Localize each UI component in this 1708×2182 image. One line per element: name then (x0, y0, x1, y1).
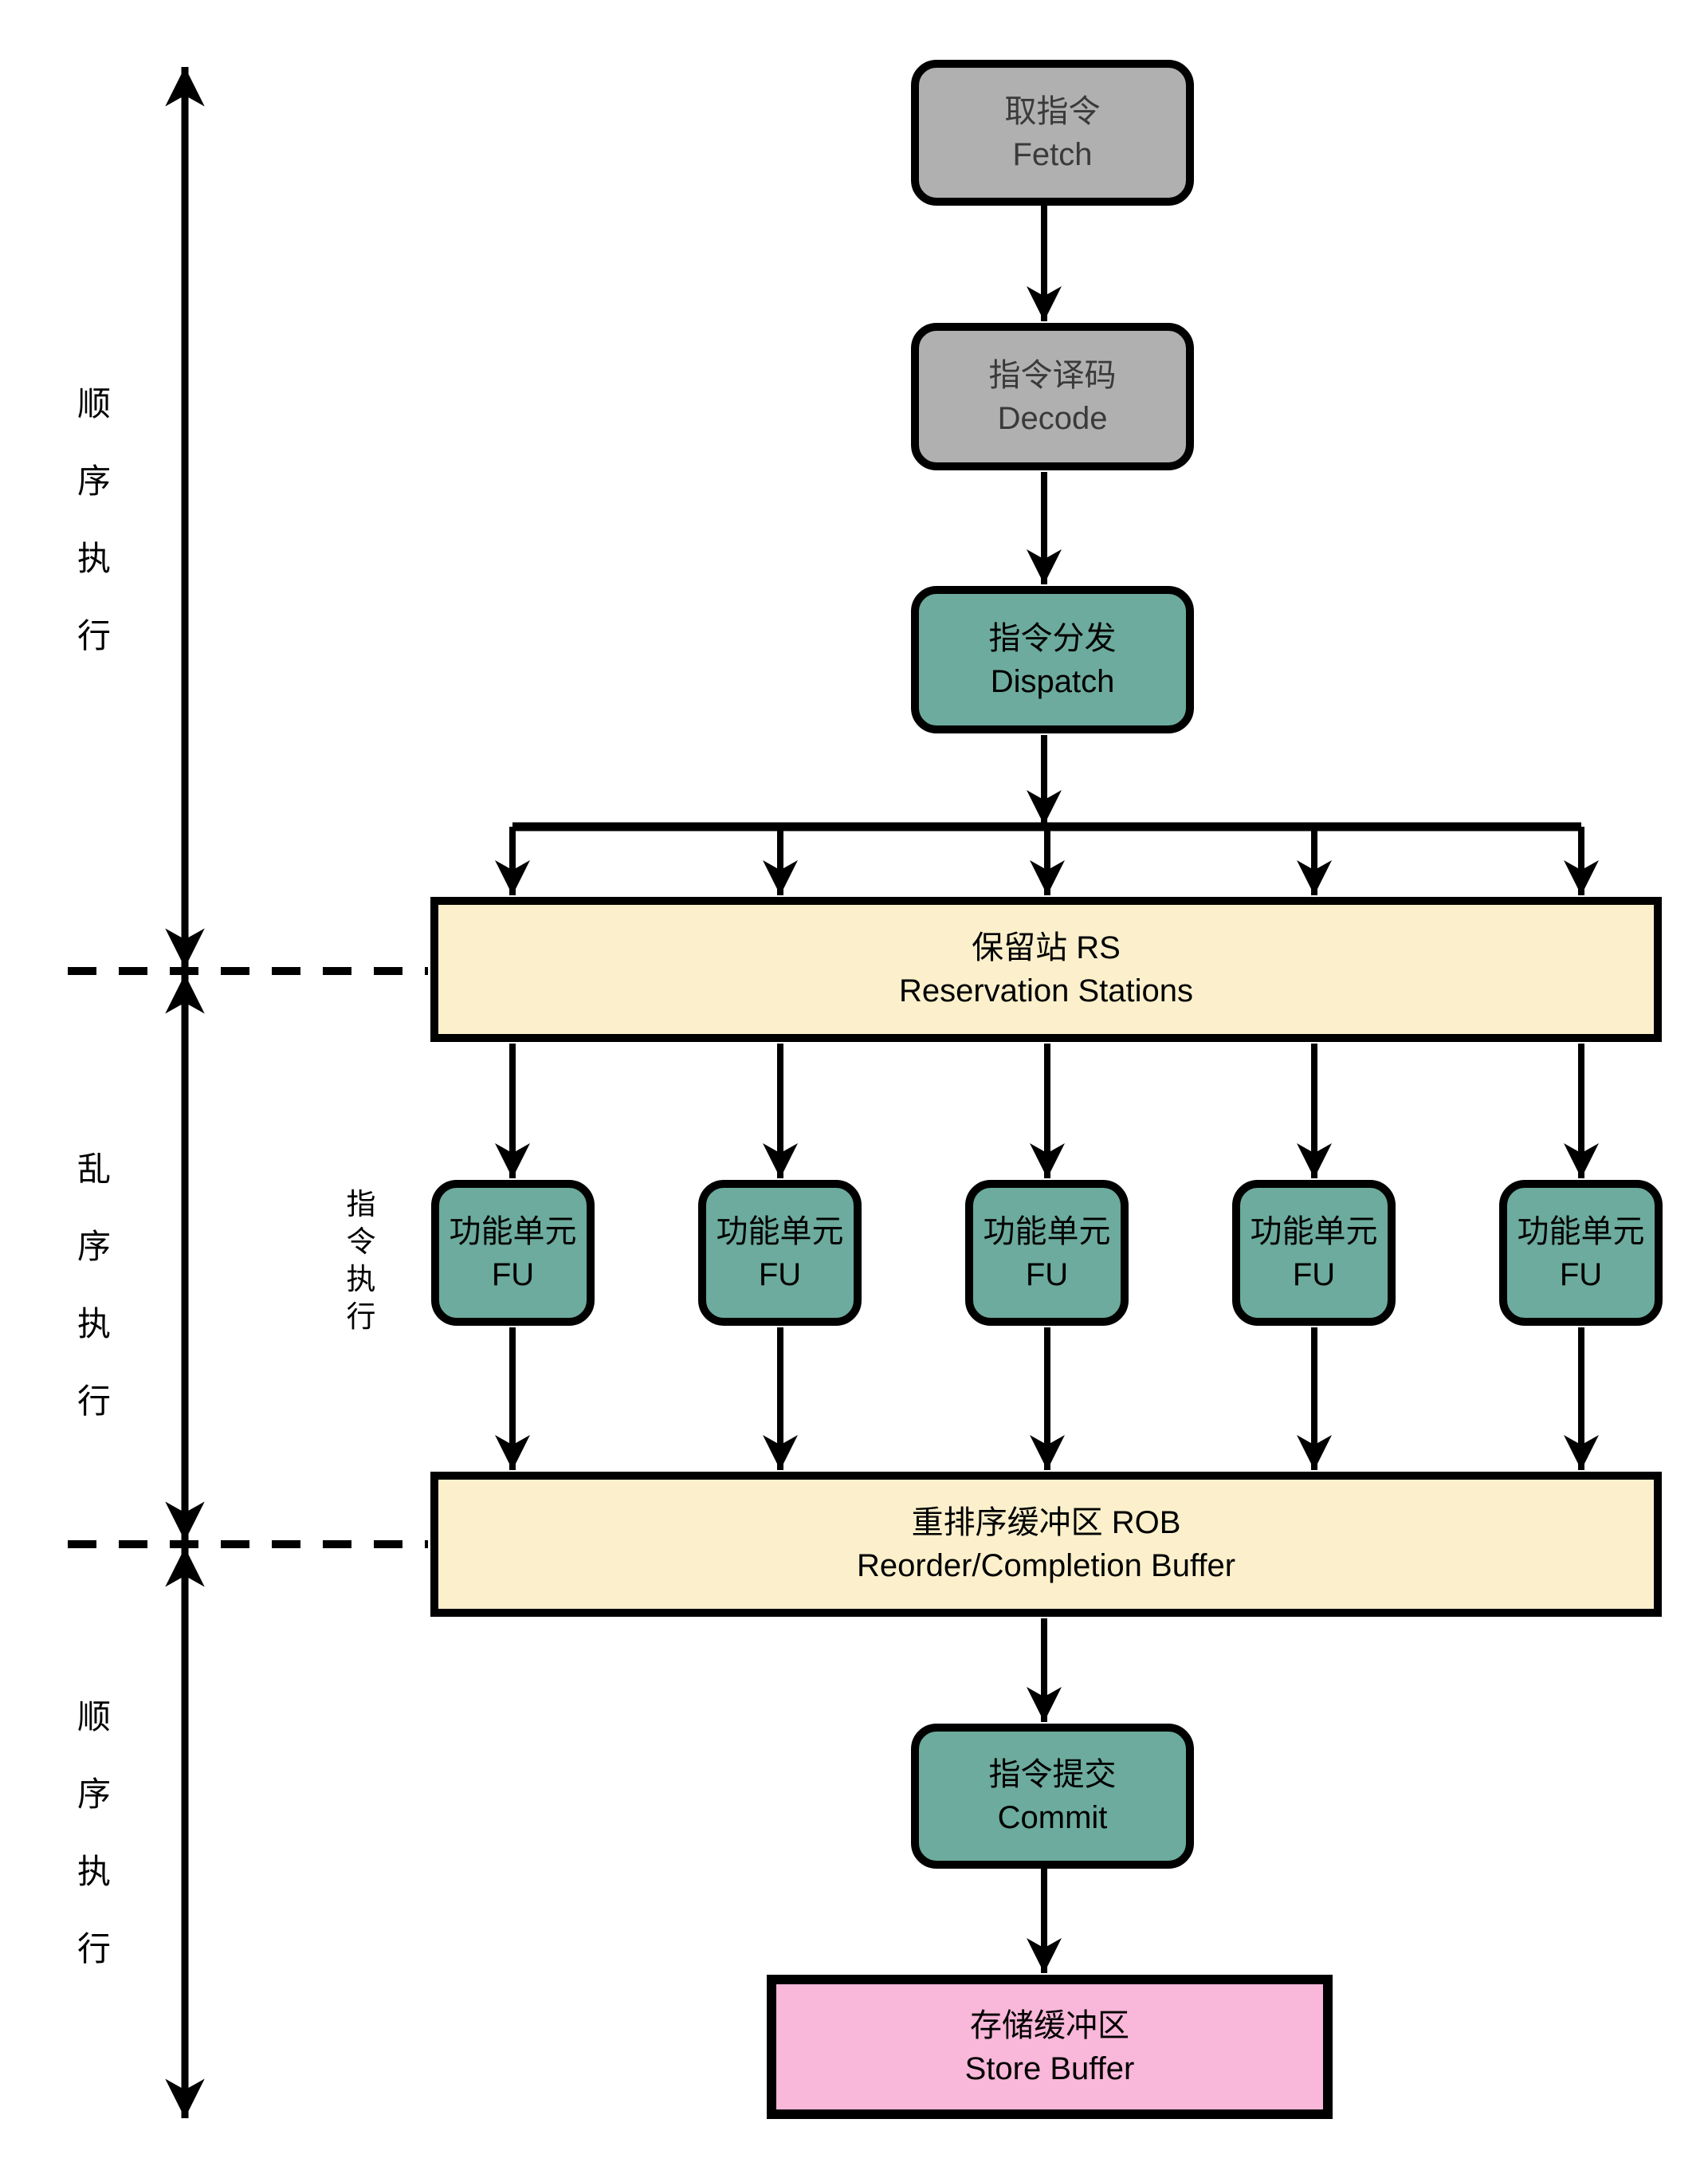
phase-separator-dashes (68, 967, 428, 1548)
fu-label-zh: 功能单元 (983, 1213, 1111, 1249)
fu-label-en: FU (491, 1256, 535, 1292)
rs-label-zh: 保留站 RS (972, 930, 1121, 965)
reservation-stations-node: 保留站 RS Reservation Stations (430, 897, 1662, 1042)
rob-label-zh: 重排序缓冲区 ROB (911, 1505, 1181, 1540)
decode-label-en: Decode (997, 400, 1108, 436)
flow-arrows (495, 206, 1599, 1973)
fu-node-1: 功能单元 FU (431, 1180, 595, 1326)
fu-label-en: FU (1559, 1256, 1603, 1292)
fu-label-zh: 功能单元 (449, 1213, 577, 1249)
commit-node: 指令提交 Commit (911, 1724, 1194, 1869)
fu-label-zh: 功能单元 (716, 1213, 844, 1249)
reorder-buffer-node: 重排序缓冲区 ROB Reorder/Completion Buffer (430, 1472, 1662, 1617)
phase-label-in-order-top: 顺序执行 (77, 385, 111, 655)
rob-label-en: Reorder/Completion Buffer (856, 1548, 1236, 1583)
fetch-label-zh: 取指令 (1004, 93, 1101, 129)
commit-label-en: Commit (997, 1800, 1108, 1835)
decode-label-zh: 指令译码 (988, 357, 1117, 393)
phase-label-in-order-bottom: 顺序执行 (77, 1698, 111, 1968)
fu-label-en: FU (1292, 1256, 1336, 1292)
dispatch-label-en: Dispatch (990, 663, 1115, 699)
store-label-en: Store Buffer (964, 2050, 1135, 2086)
commit-label-zh: 指令提交 (988, 1757, 1117, 1792)
fu-node-4: 功能单元 FU (1232, 1180, 1396, 1326)
fu-label-en: FU (1025, 1256, 1069, 1292)
fu-label-zh: 功能单元 (1250, 1213, 1378, 1249)
store-buffer-node: 存储缓冲区 Store Buffer (767, 1975, 1333, 2119)
rs-label-en: Reservation Stations (898, 973, 1194, 1008)
fu-node-5: 功能单元 FU (1499, 1180, 1663, 1326)
dispatch-label-zh: 指令分发 (988, 620, 1117, 656)
fetch-node: 取指令 Fetch (911, 60, 1194, 206)
decode-node: 指令译码 Decode (911, 323, 1194, 470)
execution-note-label: 指令执行 (346, 1188, 376, 1333)
dispatch-node: 指令分发 Dispatch (911, 586, 1194, 733)
store-label-zh: 存储缓冲区 (970, 2007, 1129, 2043)
fu-label-zh: 功能单元 (1517, 1213, 1645, 1249)
fetch-label-en: Fetch (1012, 136, 1093, 172)
fu-label-en: FU (758, 1256, 802, 1292)
phase-label-out-of-order: 乱序执行 (77, 1150, 111, 1420)
fu-node-3: 功能单元 FU (965, 1180, 1129, 1326)
fu-node-2: 功能单元 FU (698, 1180, 862, 1326)
